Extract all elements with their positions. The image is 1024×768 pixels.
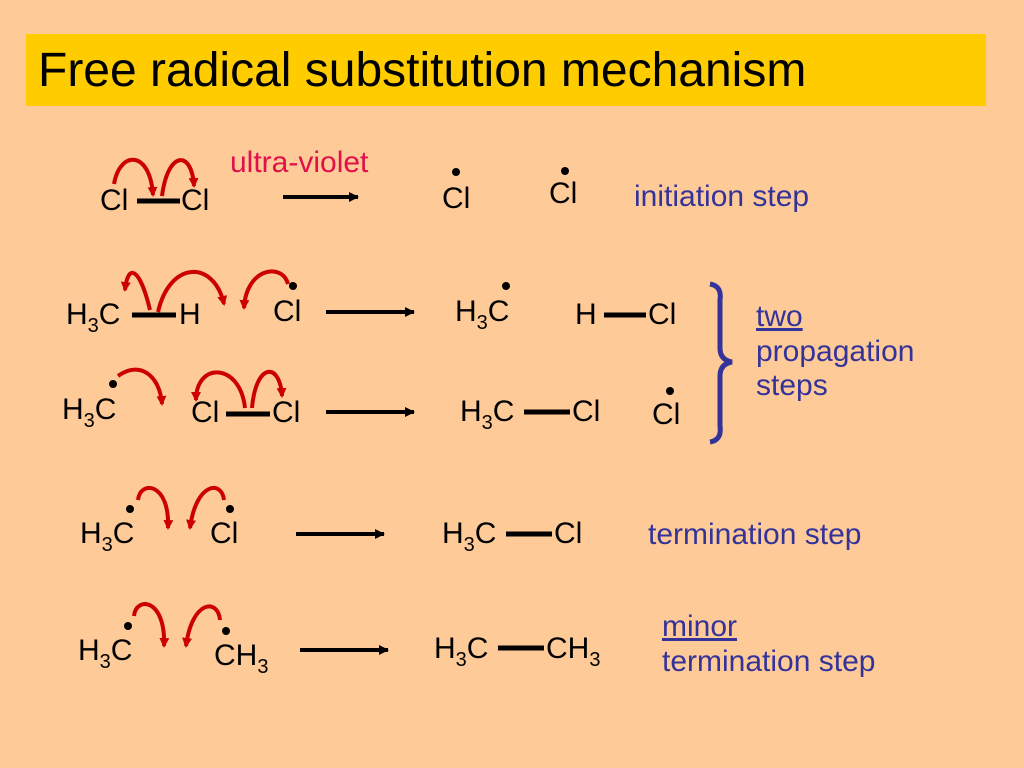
product-hcl-h: H (575, 298, 597, 331)
curly-arrow-2 (160, 158, 199, 197)
product-chloromethane-c: H3C (460, 395, 515, 434)
product-chloromethane-cl: Cl (572, 395, 601, 428)
radical-dot-7 (126, 505, 134, 513)
radical-dot-3 (289, 282, 297, 290)
reactant-cl-radical: Cl (273, 295, 302, 328)
curly-arrow-8 (250, 369, 287, 409)
curly-arrow-11 (132, 602, 170, 648)
radical-dot-1 (452, 168, 460, 176)
product-ethane-right: CH3 (546, 632, 601, 671)
curly-arrow-9 (136, 485, 174, 530)
reactant-methyl-radical-term: H3C (80, 517, 135, 556)
curly-arrow-7 (191, 370, 247, 409)
reactant-cl-left: Cl (100, 184, 129, 217)
product-cl-radical-2: Cl (549, 177, 578, 210)
reactant-cl2-right: Cl (272, 396, 301, 429)
reactant-methyl-radical: H3C (62, 393, 117, 432)
product-ethane-left: H3C (434, 632, 489, 671)
reactant-cl-radical-term: Cl (210, 517, 239, 550)
minor-termination-label: minor termination step (662, 610, 876, 678)
product-cl-radical: Cl (652, 398, 681, 431)
radical-dot-10 (222, 627, 230, 635)
curly-arrow-5 (239, 269, 290, 310)
reactant-methyl-radical-a: H3C (78, 634, 133, 673)
product-chloromethane-term-cl: Cl (554, 517, 583, 550)
radical-dot-2 (561, 167, 569, 175)
curly-arrow-1 (112, 157, 158, 197)
initiation-step-label: initiation step (634, 180, 810, 213)
condition-ultra-violet: ultra-violet (230, 146, 369, 179)
radical-dot-8 (226, 505, 234, 513)
reactant-methane-h: H (179, 298, 201, 331)
product-cl-radical-1: Cl (442, 182, 471, 215)
radical-dot-5 (109, 380, 117, 388)
radical-dot-9 (124, 622, 132, 630)
product-chloromethane-term-c: H3C (442, 517, 497, 556)
page-title: Free radical substitution mechanism (38, 44, 807, 97)
curly-arrow-10 (186, 485, 226, 530)
reactant-cl-right: Cl (181, 184, 210, 217)
termination-step-label: termination step (648, 518, 862, 551)
brace (709, 281, 733, 445)
reactant-methane: H3C (66, 298, 121, 337)
reactant-methyl-radical-b: CH3 (214, 639, 269, 678)
reactant-cl2-left: Cl (191, 396, 220, 429)
curly-arrow-6 (116, 367, 167, 406)
product-methyl-radical: H3C (455, 295, 510, 334)
title-bar: Free radical substitution mechanism (26, 34, 986, 106)
curly-arrow-12 (182, 604, 222, 648)
curly-arrow-4 (156, 270, 228, 313)
propagation-label: two propagation steps (756, 300, 915, 402)
radical-dot-6 (666, 387, 674, 395)
product-hcl-cl: Cl (648, 298, 677, 331)
curly-arrow-3 (120, 270, 152, 311)
radical-dot-4 (502, 282, 510, 290)
